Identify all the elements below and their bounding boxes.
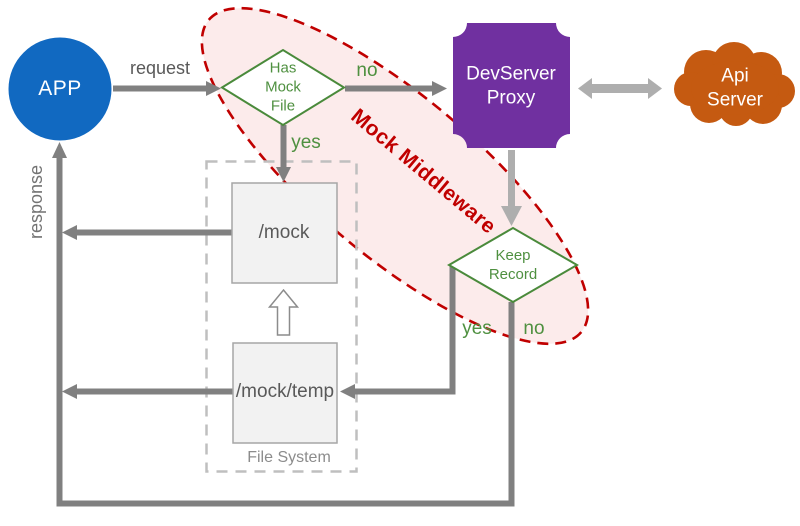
cloud-body [691, 61, 779, 115]
keep-record-no-label: no [523, 318, 545, 340]
api-server-line1: Api [721, 65, 749, 87]
arrowhead-proxy-to-api [648, 78, 662, 99]
arrowhead-keeprecord-yes [340, 384, 355, 399]
devserver-proxy-line2: Proxy [486, 87, 536, 108]
arrowhead-proxy-to-keeprecord [501, 206, 522, 226]
request-label: request [129, 57, 191, 78]
arrowhead-no [432, 81, 447, 96]
keep-record-yes-label: yes [462, 318, 492, 340]
arrowhead-mock-response [62, 225, 77, 240]
file-system-container [205, 160, 358, 473]
response-label: response [25, 164, 46, 240]
has-mock-file-node [220, 48, 346, 127]
has-mock-file-line1: Has [269, 59, 297, 77]
has-mock-file-line3: File [270, 97, 296, 115]
has-mock-no-label: no [356, 60, 378, 82]
mock-dir-label: /mock [258, 222, 310, 244]
edge-keeprecord-yes-line [355, 266, 456, 395]
arrowhead-mocktemp-response [62, 384, 77, 399]
arrowhead-response-to-app [52, 142, 67, 158]
decision-diamonds [220, 48, 579, 304]
light-arrowheads [501, 78, 662, 226]
mock-temp-dir-label: /mock/temp [235, 381, 335, 403]
devserver-proxy-line1: DevServer [466, 63, 556, 85]
keep-record-node [447, 226, 579, 304]
mock-dir-node [231, 182, 338, 284]
edge-keeprecord-no-response-line [56, 158, 515, 507]
light-connectors [508, 84, 648, 206]
api-server-line2: Server [707, 89, 763, 110]
devserver-proxy-node [453, 23, 570, 148]
app-label: APP [38, 76, 82, 100]
has-mock-file-line2: Mock [265, 78, 301, 96]
dark-arrowheads [52, 81, 447, 399]
mock-temp-dir-node [232, 342, 338, 444]
arrowhead-request [206, 81, 221, 96]
has-mock-yes-label: yes [291, 132, 321, 154]
api-server-node [674, 42, 795, 126]
keep-record-line1: Keep [495, 246, 531, 264]
arrowhead-api-to-proxy [578, 78, 592, 99]
file-system-label: File System [247, 449, 331, 466]
keep-record-line2: Record [488, 266, 538, 283]
file-boxes [231, 182, 338, 444]
hollow-up-arrow [267, 288, 300, 336]
arrowhead-yes [276, 167, 291, 182]
app-node [8, 37, 112, 141]
dark-connectors [56, 85, 515, 507]
